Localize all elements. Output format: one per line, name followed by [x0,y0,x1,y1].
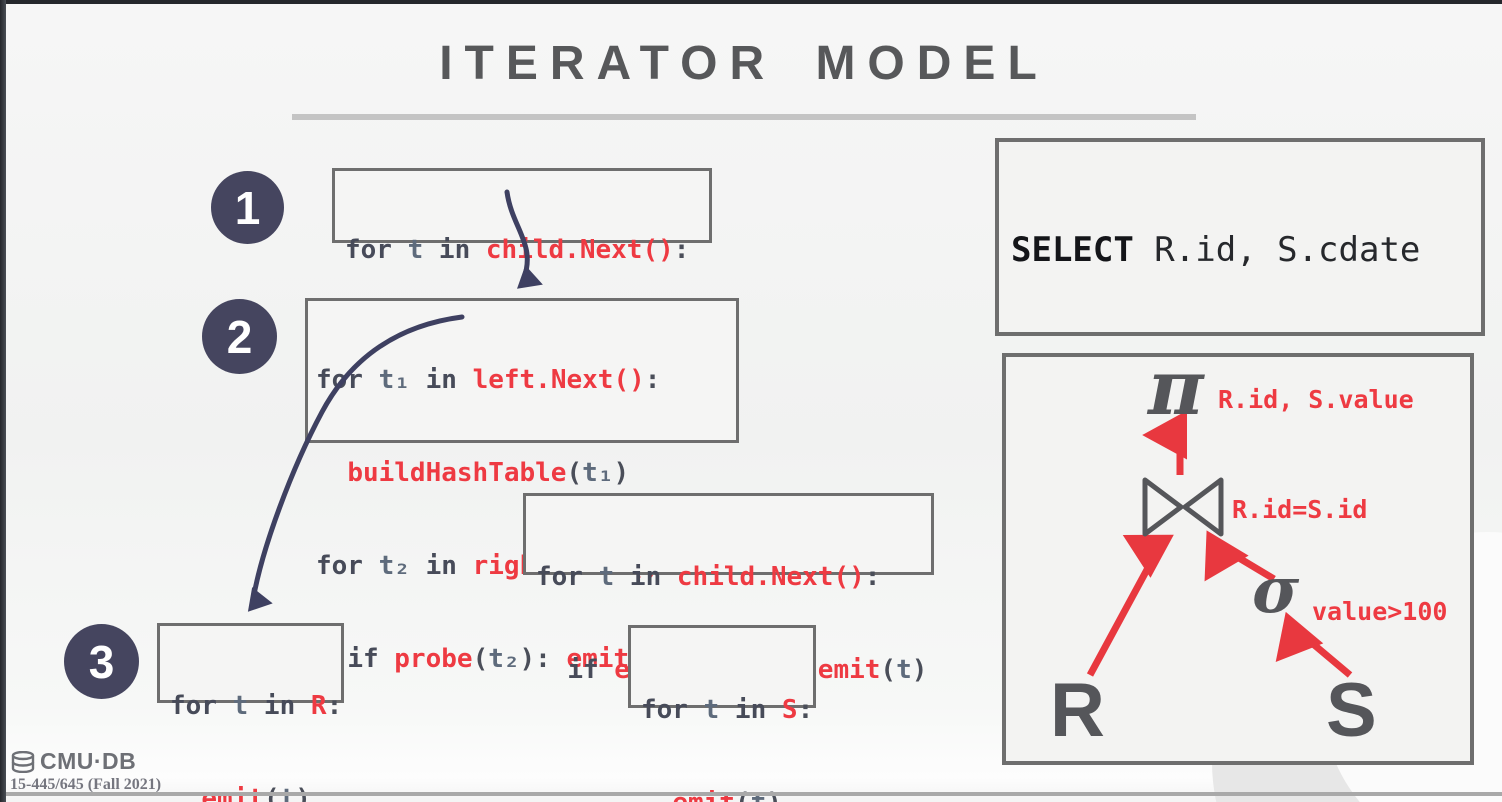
step-badge-1: 1 [211,171,284,244]
code-line: for t in child.Next(): [536,562,881,592]
table-r-label: R [1050,668,1105,753]
arrow-r-to-join [1086,534,1174,677]
window-left-edge [0,0,6,802]
code-line: for t₁ in left.Next(): [316,365,661,395]
bowtie-join-icon [1142,477,1224,537]
step-badge-2: 2 [202,299,277,374]
arrow-s-to-sigma [1275,611,1353,678]
code-box-projection: for t in child.Next(): emit(projection(t… [332,168,712,358]
code-line: for t in R: [170,691,343,721]
step-number: 2 [226,310,253,363]
database-icon [11,750,35,773]
code-box-hash-join: for t₁ in left.Next(): buildHashTable(t₁… [305,298,749,674]
selection-sigma-symbol: σ [1252,553,1300,628]
arrow-sigma-to-join [1204,530,1276,583]
title-underline [292,114,1196,120]
projection-pi-symbol: π [1148,343,1204,432]
slide-bottom-rule [0,792,1502,796]
course-label: 15-445/645 (Fall 2021) [10,776,162,793]
sql-line: SELECT R.id, S.cdate [1011,230,1421,270]
projection-columns-label: R.id, S.value [1218,385,1414,414]
plan-arrows [1086,410,1353,678]
selection-predicate-label: value>100 [1312,597,1448,626]
footer: CMU·DB 15-445/645 (Fall 2021) [10,748,161,794]
step-number: 1 [234,181,261,234]
query-plan-box: π R.id, S.value R.id=S.id σ value>100 R … [1002,343,1474,765]
sql-query-box: SELECT R.id, S.cdate FROM R JOIN S ON R.… [995,138,1485,648]
table-s-label: S [1326,668,1377,753]
join-predicate-label: R.id=S.id [1232,495,1368,524]
step-number: 3 [88,635,115,688]
code-line: for t in S: [641,695,814,725]
code-box-scan-r: for t in R: emit(t) [157,623,344,802]
code-line: buildHashTable(t₁) [347,458,630,488]
window-top-edge [0,0,1502,4]
code-box-filter: for t in child.Next(): if evalPred(t): e… [523,493,934,685]
step-badge-3: 3 [64,624,139,699]
code-line: for t in child.Next(): [345,235,690,265]
cmu-db-logo: CMU·DB [10,748,161,775]
slide-title: ITERATOR MODEL [439,37,1049,90]
cmu-db-logo-text: CMU·DB [40,748,137,774]
code-box-scan-s: for t in S: emit(t) [628,625,816,802]
